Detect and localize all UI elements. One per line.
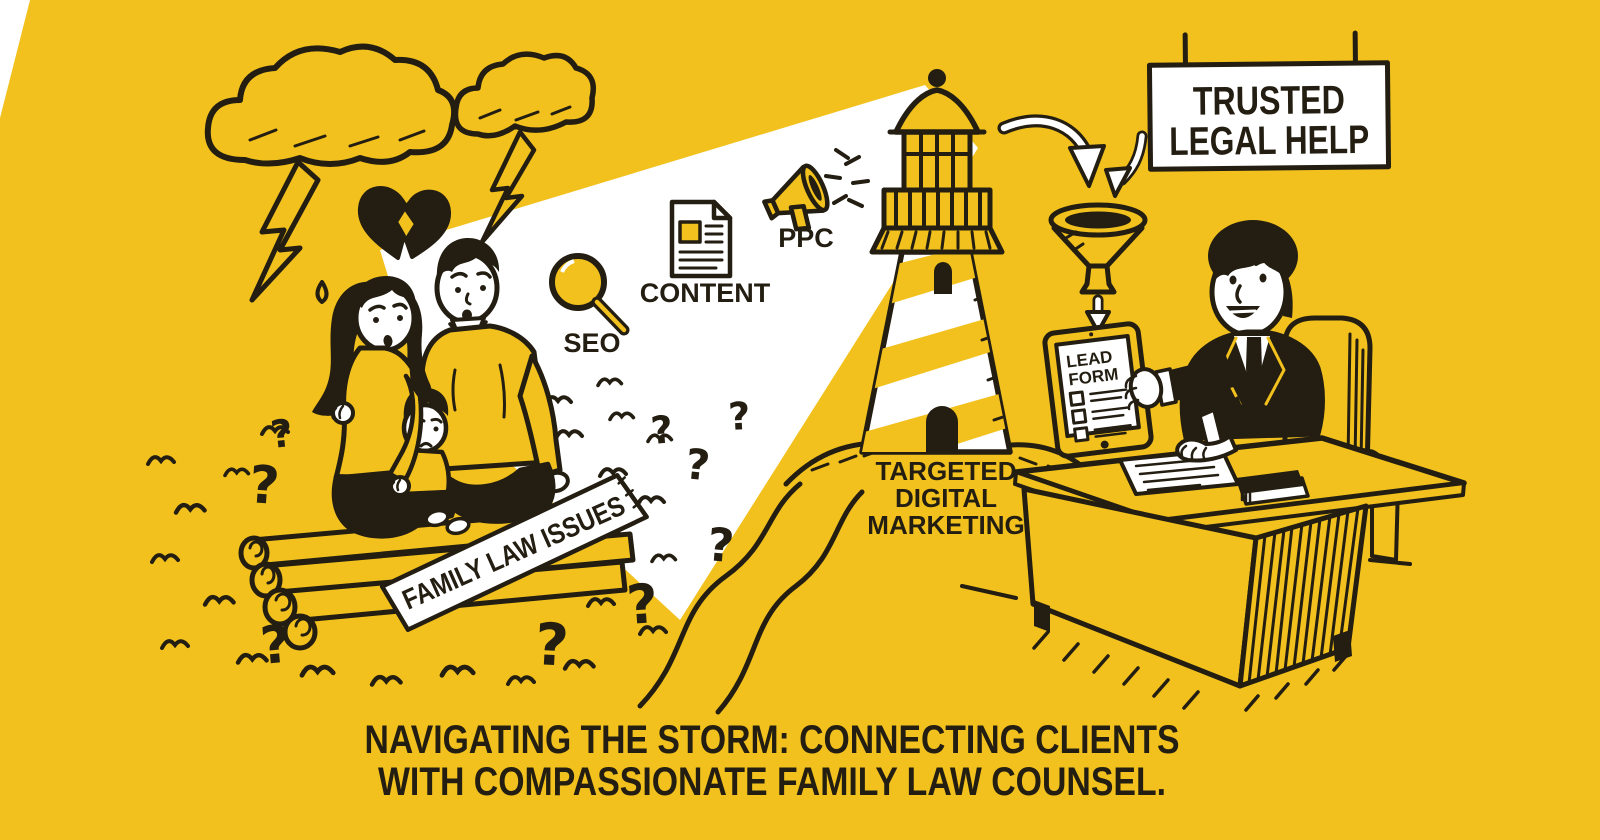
question-mark: ?	[683, 439, 712, 490]
lawyer-tablet-arm	[1124, 356, 1238, 411]
ppc-channel: PPC	[762, 155, 870, 253]
desk-foot	[1034, 600, 1050, 632]
book-icon	[1236, 470, 1310, 506]
gallery-balusters	[894, 190, 982, 228]
mother-hand	[389, 475, 411, 497]
storm-group	[204, 43, 596, 326]
desk	[960, 435, 1467, 712]
broken-heart-icon	[357, 186, 452, 260]
caption-line-1: NAVIGATING THE STORM: CONNECTING CLIENTS	[365, 718, 1180, 762]
question-marks: ? ? ? ? ? ? ? ? ?	[247, 394, 751, 680]
beam-sparkles	[824, 148, 850, 205]
megaphone-icon	[762, 163, 830, 232]
seo-channel: SEO	[549, 253, 630, 358]
storm-cloud-icon	[204, 43, 458, 167]
question-mark: ?	[705, 517, 736, 573]
seo-label: SEO	[563, 328, 620, 358]
question-mark: ?	[625, 572, 661, 637]
ppc-label: PPC	[778, 223, 834, 253]
question-mark: ?	[268, 411, 295, 457]
desk-shadow-hatching	[1032, 630, 1348, 712]
father-hand-on-shoulder	[331, 401, 355, 425]
sign-line-1: TRUSTED	[1193, 78, 1345, 124]
corner-highlight	[0, 0, 30, 118]
shoreline-path	[637, 481, 865, 715]
question-mark: ?	[533, 610, 570, 680]
light-beam-icon	[380, 85, 978, 620]
sound-lines	[844, 155, 870, 208]
banner-torn-edge	[617, 476, 642, 509]
corbel-hatching	[880, 230, 992, 250]
lawyer-hand	[1128, 367, 1164, 409]
caption-line-2: WITH COMPASSIONATE FAMILY LAW COUNSEL.	[378, 760, 1166, 804]
question-mark: ?	[247, 455, 281, 517]
desk-slats	[1247, 506, 1360, 685]
targeted-line: TARGETED	[875, 456, 1016, 486]
lead-form-checkbox-row	[1073, 424, 1132, 443]
caption: NAVIGATING THE STORM: CONNECTING CLIENTS…	[365, 718, 1180, 804]
content-channel: CONTENT	[640, 199, 771, 308]
marketing-line: MARKETING	[867, 510, 1024, 540]
cloud-hatching	[248, 128, 426, 148]
mother-figure	[312, 276, 432, 539]
question-mark: ?	[727, 394, 751, 439]
magnifying-glass-icon	[549, 253, 630, 336]
funnel-icon	[1048, 202, 1148, 295]
down-arrow-icon	[1085, 294, 1111, 334]
lead-form-tablet: LEAD FORM	[1042, 321, 1154, 459]
curved-arrow-icon	[1104, 130, 1148, 198]
curved-arrow-icon	[997, 114, 1106, 188]
lightning-icon	[249, 159, 321, 303]
sign-line-2: LEGAL HELP	[1169, 118, 1369, 164]
lighthouse-icon	[824, 69, 1013, 455]
lead-form-checkbox-row	[1068, 388, 1128, 407]
funnel-flow	[997, 114, 1148, 334]
lead-form-checkbox-row	[1070, 406, 1130, 425]
trusted-legal-help-sign: TRUSTED LEGAL HELP	[1146, 30, 1392, 172]
distressed-family	[312, 238, 570, 539]
desk-foot	[1333, 630, 1352, 662]
targeted-marketing-label: TARGETED DIGITAL MARKETING	[867, 456, 1024, 540]
lantern-mullions	[902, 132, 972, 190]
father-figure	[419, 238, 570, 524]
document-icon	[669, 199, 733, 279]
digital-line: DIGITAL	[895, 483, 997, 513]
question-mark: ?	[649, 407, 675, 453]
lawyer-open-hand-arm	[1175, 396, 1250, 463]
lightning-icon	[479, 129, 537, 245]
cloud-hatching	[478, 105, 572, 122]
content-label: CONTENT	[640, 278, 771, 308]
